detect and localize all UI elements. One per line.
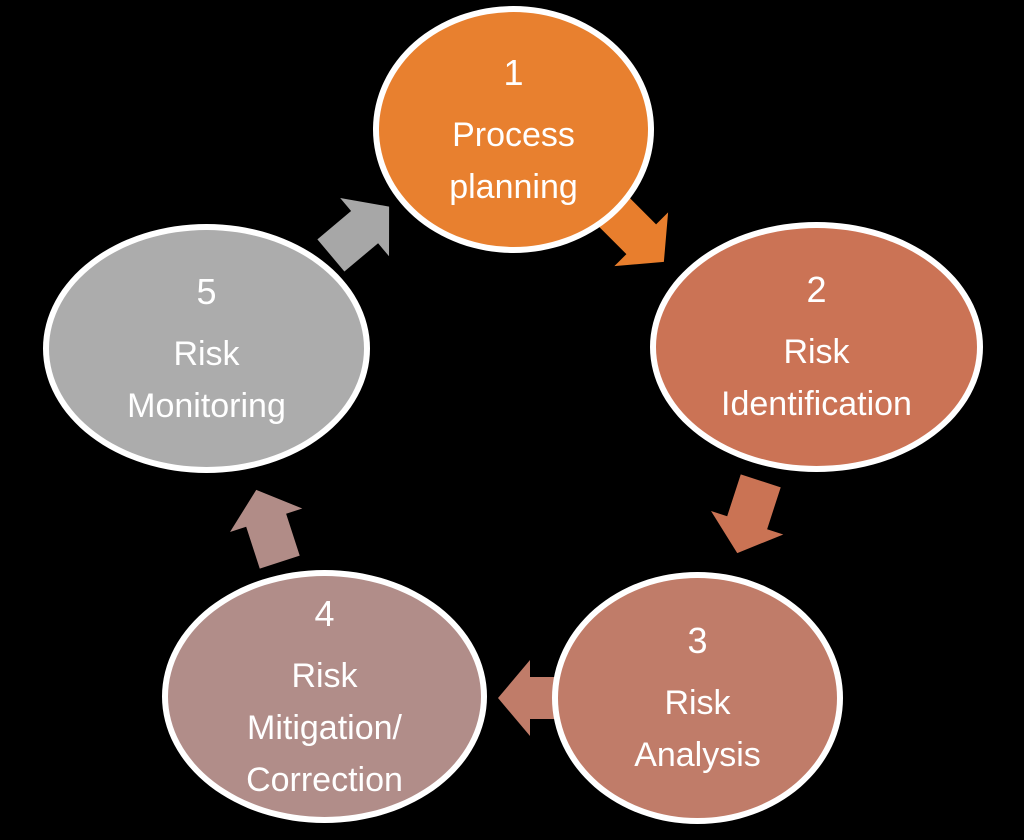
step-1-number: 1 (503, 51, 524, 93)
step-4-ellipse: 4 Risk Mitigation/ Correction (162, 570, 487, 823)
step-4-label-line: Correction (246, 760, 403, 799)
step-3-label: Risk Analysis (634, 677, 761, 781)
step-5-number: 5 (196, 270, 217, 312)
step-3-number: 3 (687, 620, 708, 661)
step-4-number: 4 (314, 592, 335, 634)
step-5-label-line: Monitoring (127, 386, 286, 425)
step-1-label-line: Process (452, 115, 575, 154)
step-5-label: Risk Monitoring (127, 328, 286, 432)
step-4-label-line: Mitigation/ (247, 708, 402, 747)
step-5-ellipse: 5 Risk Monitoring (43, 224, 370, 473)
step-2-label-line: Identification (721, 385, 912, 423)
step-2-number: 2 (806, 269, 827, 310)
step-5-label-line: Risk (173, 334, 240, 373)
step-3-ellipse: 3 Risk Analysis (552, 572, 843, 824)
step-4-label: Risk Mitigation/ Correction (246, 650, 403, 806)
step-2-ellipse: 2 Risk Identification (650, 222, 983, 472)
arrow-step4-to-step5 (230, 489, 303, 569)
step-2-label: Risk Identification (721, 326, 912, 430)
step-4-label-line: Risk (291, 656, 358, 695)
step-1-label-line: planning (449, 167, 578, 206)
step-3-label-line: Analysis (634, 736, 761, 774)
arrow-step2-to-step3 (711, 474, 784, 554)
step-1-label: Process planning (449, 109, 578, 213)
arrow-step5-to-step1 (317, 198, 390, 272)
step-2-label-line: Risk (783, 333, 850, 371)
step-1-ellipse: 1 Process planning (373, 6, 654, 253)
step-3-label-line: Risk (664, 684, 731, 722)
